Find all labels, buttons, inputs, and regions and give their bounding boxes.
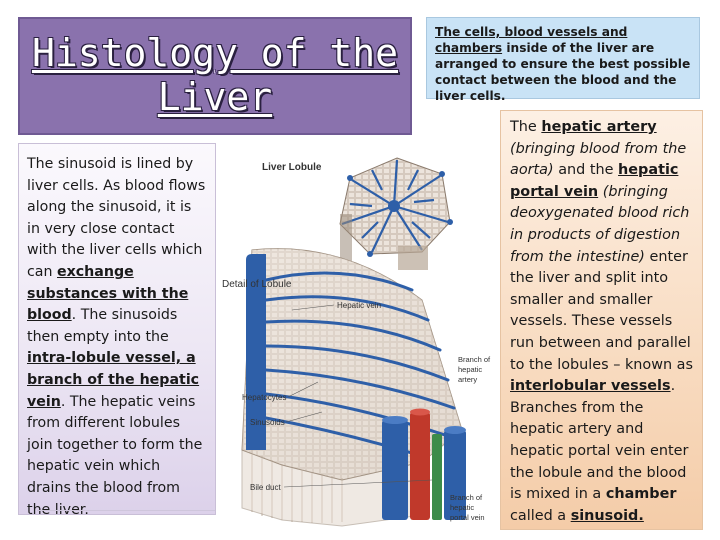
label-detail-of-lobule: Detail of Lobule	[222, 279, 292, 290]
right-text-hepatic-artery: hepatic artery	[541, 119, 657, 135]
left-text-1: The sinusoid is lined by liver cells. As…	[27, 156, 206, 280]
intro-text-rest: inside of the liver are arranged to ensu…	[435, 41, 691, 103]
label-branch-artery-2: hepatic	[458, 365, 482, 374]
title-box: Histology of the Liver	[18, 17, 412, 135]
lobule-detail-illustration	[241, 248, 466, 527]
sinusoid-text-box: The sinusoid is lined by liver cells. As…	[18, 143, 216, 518]
label-branch-artery-3: artery	[458, 375, 477, 384]
divider	[37, 510, 215, 511]
label-liver-lobule: Liver Lobule	[262, 162, 322, 173]
label-hepatocytes: Hepatocytes	[242, 393, 286, 402]
intro-text-box: The cells, blood vessels and chambers in…	[426, 17, 700, 103]
right-text-5: called a	[510, 507, 571, 524]
left-text-3: . The hepatic veins from different lobul…	[27, 393, 203, 518]
page-title: Histology of the Liver	[31, 31, 399, 119]
right-text-chamber: chamber	[605, 486, 677, 503]
label-branch-portal-3: portal vein	[450, 513, 485, 522]
lobule-illustration	[339, 157, 453, 270]
label-hepatic-vein: Hepatic vein	[337, 301, 381, 310]
label-bile-duct: Bile duct	[250, 483, 281, 492]
right-text-4: . Branches from the hepatic artery and h…	[510, 378, 689, 503]
right-text-portal-vein: hepatic portal vein	[510, 162, 679, 200]
blood-supply-text-box: The hepatic artery (bringing blood from …	[500, 110, 703, 530]
right-text-sinusoid: sinusoid.	[570, 507, 644, 524]
right-text-italic-1: (bringing blood from the aorta)	[510, 140, 687, 179]
right-text-interlobular: interlobular vessels	[510, 378, 671, 395]
label-branch-artery-1: Branch of	[458, 355, 491, 364]
left-text-intra-lobule: intra-lobule vessel, a branch of the hep…	[27, 350, 200, 410]
right-text-italic-2: (bringing deoxygenated blood rich in pro…	[510, 183, 690, 265]
left-text-exchange: exchange substances with the blood	[27, 263, 189, 324]
liver-lobule-diagram: Liver Lobule Detail of Lobule Hepatic ve…	[222, 157, 491, 527]
right-text-2: and the	[553, 162, 619, 179]
right-text-3: enter the liver and split into smaller a…	[510, 248, 694, 373]
intro-text-line1: The cells, blood vessels and chambers	[435, 25, 628, 55]
label-branch-portal-2: hepatic	[450, 503, 474, 512]
right-text-1: The	[510, 119, 542, 135]
left-text-2: . The sinusoids then empty into the	[27, 307, 178, 345]
label-branch-portal-1: Branch of	[450, 493, 483, 502]
label-sinusoids: Sinusoids	[250, 418, 285, 427]
